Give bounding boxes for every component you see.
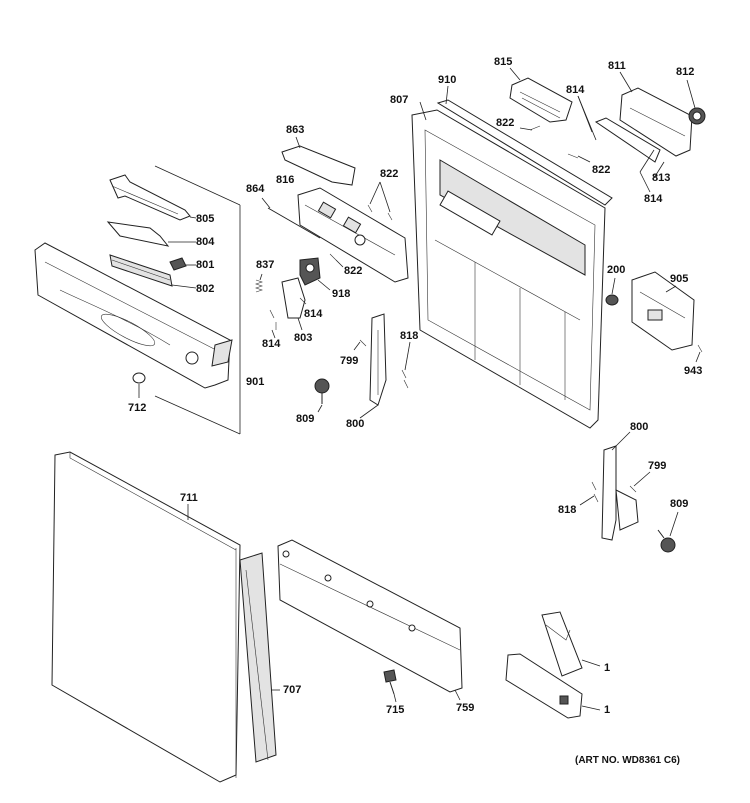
label-807: 807: [390, 94, 409, 106]
part-837-spring: [255, 273, 263, 293]
part-943-screw: [695, 344, 703, 363]
label-707: 707: [283, 684, 302, 696]
label-712: 712: [128, 402, 147, 414]
part-809-bolt-left: [314, 378, 330, 413]
part-807-tub: [411, 101, 606, 429]
part-818-screws-right: [579, 481, 599, 506]
part-1-label-plate: [505, 653, 601, 719]
part-863-cover: [281, 136, 356, 186]
part-801-knob: [169, 257, 196, 271]
label-200: 200: [607, 264, 626, 276]
label-815: 815: [494, 56, 513, 68]
art-number: (ART NO. WD8361 C6): [575, 755, 681, 766]
label-803: 803: [294, 332, 313, 344]
label-814-right: 814: [644, 193, 663, 205]
part-712-bumper: [132, 372, 146, 398]
label-822-mid: 822: [380, 168, 399, 180]
part-910-strip: [436, 85, 613, 206]
label-813: 813: [652, 172, 671, 184]
part-809-bolt-right: [657, 511, 679, 553]
label-814-top: 814: [566, 84, 585, 96]
part-200-knob: [605, 277, 619, 306]
label-799-right: 799: [648, 460, 667, 472]
label-809-left: 809: [296, 413, 315, 425]
part-822-screws: [329, 181, 393, 268]
label-715: 715: [386, 704, 405, 716]
label-901: 901: [246, 376, 265, 388]
label-1-bottom: 1: [604, 704, 611, 716]
part-811-housing: [619, 71, 693, 157]
label-864: 864: [246, 183, 265, 195]
part-711-outer-door: [51, 451, 241, 783]
label-818-left: 818: [400, 330, 419, 342]
part-1-literature: [541, 611, 601, 677]
label-802: 802: [196, 283, 215, 295]
part-918-latch: [299, 257, 331, 291]
label-804: 804: [196, 236, 215, 248]
label-905: 905: [670, 273, 689, 285]
part-800-hinge-right: [601, 431, 639, 541]
part-800-hinge-left: [359, 313, 387, 419]
label-805: 805: [196, 213, 215, 225]
label-822-right: 822: [592, 164, 611, 176]
part-814-screws-left: [269, 297, 307, 339]
label-822-top: 822: [496, 117, 515, 129]
label-809-right: 809: [670, 498, 689, 510]
label-822-low: 822: [344, 265, 363, 277]
label-811: 811: [608, 60, 626, 72]
part-707-insulation: [239, 552, 280, 763]
part-715-screw: [383, 669, 397, 703]
label-837: 837: [256, 259, 275, 271]
label-918: 918: [332, 288, 351, 300]
part-799-pin-right: [629, 471, 651, 493]
label-801: 801: [196, 259, 215, 271]
part-864-rod: [261, 197, 321, 239]
label-814-left: 814: [262, 338, 281, 350]
part-815-vent: [509, 67, 573, 123]
label-800-left: 800: [346, 418, 365, 430]
label-812: 812: [676, 66, 695, 78]
label-863: 863: [286, 124, 305, 136]
part-799-pin: [353, 339, 367, 351]
label-1-top: 1: [604, 662, 611, 674]
part-818-screws: [401, 341, 411, 389]
part-804-bracket: [106, 221, 196, 247]
label-943: 943: [684, 365, 703, 377]
label-800-right: 800: [630, 421, 649, 433]
part-813-gasket: [577, 95, 665, 193]
part-816-dispenser: [297, 187, 409, 283]
label-910: 910: [438, 74, 457, 86]
control-panel-bracket: [154, 165, 241, 435]
label-814-mid: 814: [304, 308, 323, 320]
label-759: 759: [456, 702, 475, 714]
part-803-bracket: [281, 277, 306, 331]
part-822-screws-top: [519, 125, 591, 163]
part-802-strip: [109, 254, 197, 289]
part-905-bracket: [631, 271, 695, 351]
control-panel-fascia: [34, 242, 233, 389]
part-805-bracket: [109, 174, 197, 221]
label-799-left: 799: [340, 355, 359, 367]
part-759-bracket: [277, 539, 463, 701]
part-812-knob: [686, 79, 706, 125]
label-816: 816: [276, 174, 295, 186]
label-818-right: 818: [558, 504, 577, 516]
label-711: 711: [180, 492, 198, 504]
